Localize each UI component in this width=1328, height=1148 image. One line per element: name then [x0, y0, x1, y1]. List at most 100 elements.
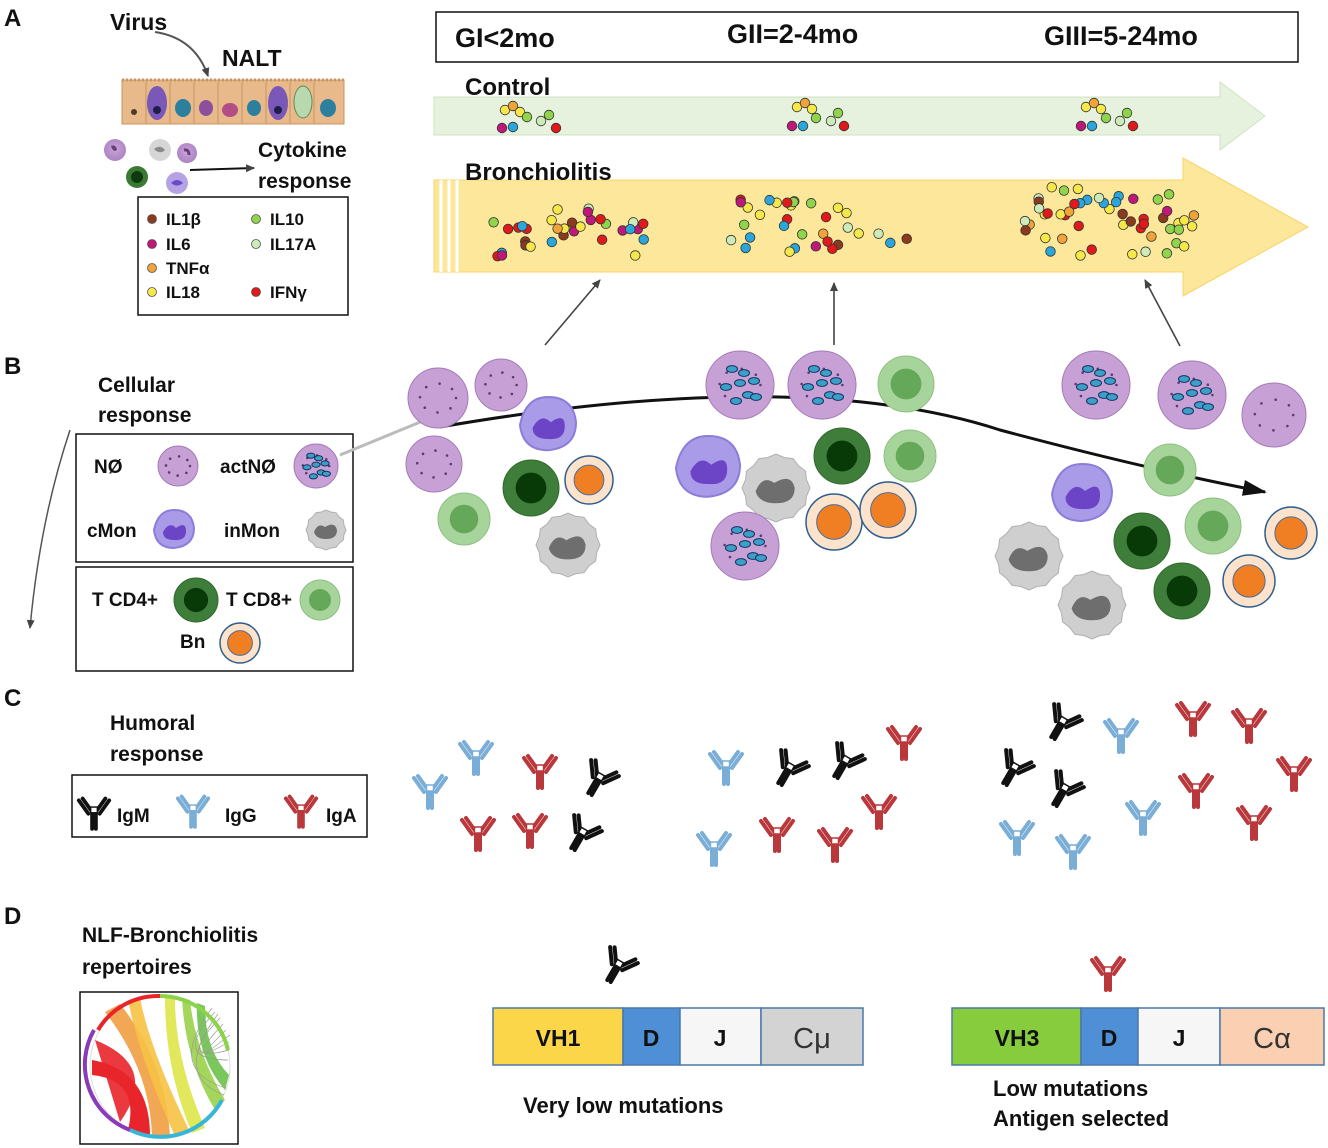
cytokine-dot — [1161, 205, 1173, 217]
cytokine-arrow — [189, 164, 255, 173]
cytokine-dot — [638, 234, 649, 245]
gene-segments-iga: VH3 D J Cα — [951, 1007, 1325, 1066]
note-left: Very low mutations — [523, 1093, 724, 1118]
cytokine-dot — [827, 243, 838, 255]
cytokine-legend-dot — [147, 287, 157, 297]
cytokine-dot — [1073, 220, 1084, 232]
cytokine-dot — [1121, 107, 1133, 119]
cytokine-dot — [742, 202, 753, 213]
cytokine-dot — [1033, 203, 1045, 214]
t-cd8-cell — [1184, 497, 1242, 555]
cytokine-dot — [595, 213, 606, 225]
humoral-response-line1: Humoral — [110, 712, 195, 735]
t-cd4-cell — [1153, 562, 1211, 620]
cytokine-legend-dot — [147, 263, 157, 273]
cytokine-dot — [546, 236, 558, 248]
cytokine-dot — [1140, 246, 1151, 257]
legend-label-inmon: inMon — [224, 521, 280, 542]
legend-label-iga: IgA — [326, 806, 357, 827]
cytokine-legend-label: IL10 — [270, 210, 304, 229]
cytokine-dot — [575, 221, 586, 232]
cytokine-dot — [582, 206, 594, 218]
cytokine-dot — [517, 220, 528, 232]
virus-arrow — [154, 31, 210, 77]
cytokine-dot — [514, 106, 526, 118]
cytokine-legend-label: IFNγ — [270, 283, 307, 302]
segment-vh1: VH1 — [536, 1025, 581, 1051]
classical-monocyte — [152, 508, 196, 550]
virus-label: Virus — [110, 9, 167, 35]
cytokine-dot — [1146, 231, 1157, 242]
cell-legend-icons — [152, 443, 347, 664]
cellular-response-line1: Cellular — [98, 374, 175, 397]
legend-label-actneutrophil: actNØ — [220, 457, 276, 478]
gene-segments-igm: VH1 D J Cμ — [492, 1007, 864, 1066]
legend-label-igm: IgM — [117, 806, 150, 827]
segment-d-left: D — [643, 1025, 660, 1051]
panel-letter-b: B — [4, 353, 21, 380]
cytokine-dot — [810, 112, 822, 124]
cytokine-legend-label: IL6 — [166, 235, 191, 254]
activated-neutrophil — [710, 511, 780, 581]
igg-antibody — [1125, 800, 1161, 836]
cytokine-legend-dot — [251, 239, 261, 249]
cytokine-dot — [1058, 185, 1070, 196]
cytokine-dot — [1138, 218, 1150, 230]
cytokine-dot — [1128, 193, 1139, 205]
cytokine-legend-dot — [251, 214, 261, 224]
iga-antibody — [886, 725, 922, 761]
cytokine-dot — [806, 103, 818, 115]
iga-antibody — [512, 813, 548, 849]
panel-letter-a: A — [4, 5, 21, 32]
cytokine-dot — [1020, 225, 1031, 236]
cytokine-legend-box — [137, 196, 349, 316]
cytokine-dot — [1179, 215, 1190, 226]
cytokine-dot — [725, 234, 737, 246]
cytokine-dot — [1046, 182, 1057, 193]
gene-antibody-icons — [605, 945, 1126, 992]
activated-neutrophil — [787, 350, 857, 420]
cytokine-legend-label: TNFα — [166, 259, 210, 278]
panel-letter-c: C — [4, 685, 21, 712]
cytokine-dot — [1127, 249, 1138, 260]
neutrophil — [474, 358, 528, 412]
cytokine-dot — [786, 120, 798, 132]
cytokine-legend-label: IL17A — [270, 235, 316, 254]
cytokine-dot — [841, 207, 852, 219]
t-cd4-cell — [813, 427, 871, 485]
iga-antibody — [1178, 773, 1214, 809]
igg-antibody — [708, 750, 744, 786]
cytokine-dot — [838, 120, 850, 132]
igm-antibody — [832, 741, 867, 781]
cytokine-dot — [832, 202, 844, 213]
inflammatory-monocyte — [741, 453, 811, 523]
cytokine-dot — [1019, 215, 1031, 227]
igm-antibody — [76, 796, 112, 831]
cytokine-dot — [799, 97, 811, 109]
cytokine-dot — [1165, 223, 1176, 235]
cytokine-dot — [552, 223, 563, 234]
bronchiolitis-arrow-stripes — [439, 180, 459, 272]
cytokine-dot — [496, 122, 508, 134]
cytokine-dot — [507, 121, 519, 133]
segment-j-right: J — [1173, 1025, 1186, 1051]
nalt-immune-cells — [104, 139, 197, 194]
cytokine-dot — [901, 233, 912, 245]
cytokine-dot — [521, 111, 533, 123]
cytokine-dot — [1163, 189, 1175, 200]
cytokine-legend-label: IL18 — [166, 283, 200, 302]
activated-neutrophil — [1061, 350, 1131, 420]
cytokine-dots — [488, 97, 1200, 262]
t-cd8-cell — [1143, 443, 1197, 497]
cytokine-dot — [1173, 224, 1185, 235]
iga-antibody — [460, 816, 496, 852]
cytokine-dot — [778, 220, 790, 232]
segment-j-left: J — [714, 1025, 727, 1051]
igm-antibody — [569, 813, 604, 853]
inflammatory-monocyte — [305, 509, 347, 551]
cytokine-dot — [638, 218, 649, 229]
cytokine-dot — [546, 214, 557, 226]
cytokine-dot — [754, 209, 766, 220]
cellular-response-line2: response — [98, 404, 191, 427]
